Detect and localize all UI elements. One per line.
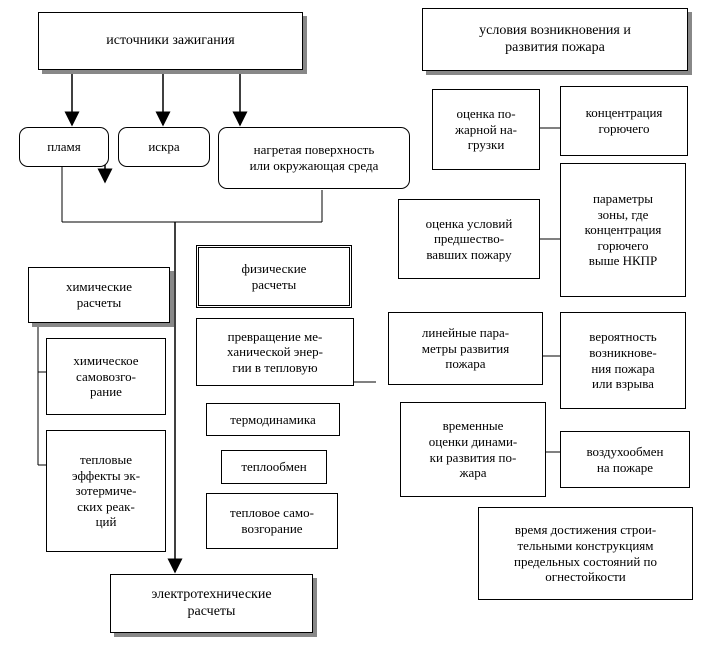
node-time-estimates: временные оценки динами- ки развития по-… — [400, 402, 546, 497]
node-combustible-concentration: концентрация горючего — [560, 86, 688, 156]
node-fire-conditions: условия возникновения и развития пожара — [422, 8, 688, 71]
node-physical-calc: физические расчеты — [196, 245, 352, 308]
node-fire-resistance-time: время достижения строи- тельными констру… — [478, 507, 693, 600]
node-fire-load: оценка по- жарной на- грузки — [432, 89, 540, 170]
node-thermodynamics: термодинамика — [206, 403, 340, 436]
node-chemical-calc: химические расчеты — [28, 267, 170, 323]
node-zone-parameters: параметры зоны, где концентрация горючег… — [560, 163, 686, 297]
node-spark: искра — [118, 127, 210, 167]
node-mech-to-heat: превращение ме- ханической энер- гии в т… — [196, 318, 354, 386]
node-thermal-effects: тепловые эффекты эк- зотермиче- ских реа… — [46, 430, 166, 552]
node-thermal-self-ignition: тепловое само- возгорание — [206, 493, 338, 549]
node-heated-surface: нагретая поверхность или окружающая сред… — [218, 127, 410, 189]
node-chemical-self-ignition: химическое самовозго- рание — [46, 338, 166, 415]
node-ignition-sources: источники зажигания — [38, 12, 303, 70]
node-pre-fire-conditions: оценка условий предшество- вавших пожару — [398, 199, 540, 279]
node-probability: вероятность возникнове- ния пожара или в… — [560, 312, 686, 409]
node-linear-params: линейные пара- метры развития пожара — [388, 312, 543, 385]
node-heat-exchange: теплообмен — [221, 450, 327, 484]
node-electrotech-calc: электротехнические расчеты — [110, 574, 313, 633]
node-flame: пламя — [19, 127, 109, 167]
node-air-exchange: воздухообмен на пожаре — [560, 431, 690, 488]
